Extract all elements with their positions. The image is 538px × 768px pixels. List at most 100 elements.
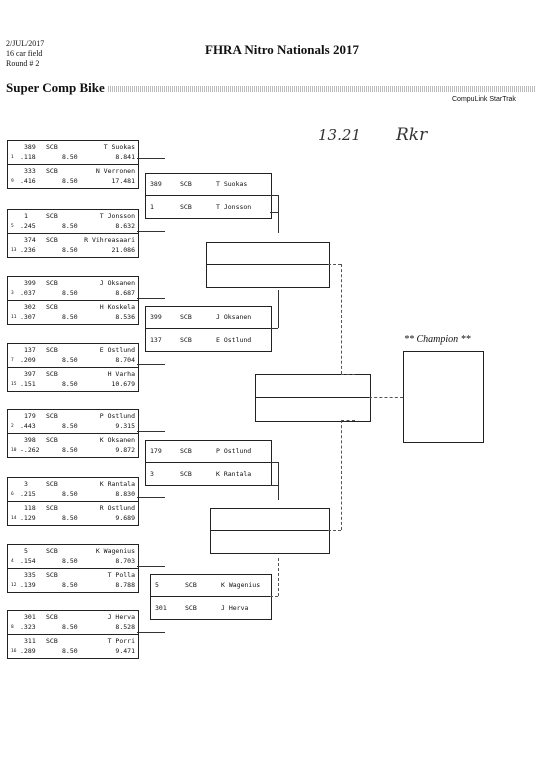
reaction-time: .118 — [20, 153, 36, 161]
racer-number: 137 — [24, 346, 36, 354]
lane-number: 14 — [11, 516, 17, 521]
racer-name: R Vihreasaari — [84, 236, 135, 244]
final-box — [255, 374, 371, 422]
elapsed-time: 8.528 — [115, 623, 135, 631]
racer-class: SCB — [180, 180, 192, 188]
racer-class: SCB — [46, 279, 58, 287]
lane-number: 2 — [11, 424, 14, 429]
racer-class: SCB — [180, 470, 192, 478]
racer-class: SCB — [46, 143, 58, 151]
reaction-time: .307 — [20, 313, 36, 321]
racer-class: SCB — [185, 604, 197, 612]
lane-number: 5 — [11, 224, 14, 229]
champion-box — [403, 351, 484, 443]
racer-name: H Varha — [107, 370, 135, 378]
racer-number: 397 — [24, 370, 36, 378]
dial-in: 8.50 — [62, 557, 78, 565]
racer-name: T Jonsson — [99, 212, 135, 220]
bracket-connector — [341, 420, 355, 421]
matchup-divider — [151, 596, 271, 597]
racer-number: 311 — [24, 637, 36, 645]
bracket-connector — [137, 431, 165, 432]
bracket-connector — [328, 530, 341, 531]
lane-number: 15 — [11, 382, 17, 387]
racer-class: SCB — [46, 370, 58, 378]
reaction-time: .151 — [20, 380, 36, 388]
dial-in: 8.50 — [62, 177, 78, 185]
racer-number: 374 — [24, 236, 36, 244]
elapsed-time: 9.689 — [115, 514, 135, 522]
dial-in: 8.50 — [62, 490, 78, 498]
racer-number: 301 — [24, 613, 36, 621]
semifinal-box-2 — [210, 508, 330, 554]
matchup-divider — [146, 462, 271, 463]
class-title-bar — [108, 86, 536, 92]
elapsed-time: 8.687 — [115, 289, 135, 297]
racer-class: SCB — [46, 571, 58, 579]
bracket-connector — [341, 374, 355, 375]
elapsed-time: 8.703 — [115, 557, 135, 565]
dial-in: 8.50 — [62, 581, 78, 589]
lane-number: 10 — [11, 448, 17, 453]
reaction-time: .416 — [20, 177, 36, 185]
racer-number: 179 — [24, 412, 36, 420]
racer-class: SCB — [46, 167, 58, 175]
racer-name: K Rantala — [99, 480, 135, 488]
racer-name: J Oksanen — [216, 313, 252, 321]
bracket-connector — [278, 558, 279, 596]
racer-class: SCB — [46, 412, 58, 420]
bracket-connector — [341, 264, 342, 374]
racer-name: T Jonsson — [216, 203, 252, 211]
page-title: FHRA Nitro Nationals 2017 — [205, 42, 359, 57]
racer-name: N Verronen — [95, 167, 135, 175]
bracket-connector — [137, 298, 165, 299]
dial-in: 8.50 — [62, 446, 78, 454]
racer-number: 389 — [150, 180, 162, 188]
matchup-divider — [8, 233, 138, 234]
racer-class: SCB — [46, 613, 58, 621]
dial-in: 8.50 — [62, 380, 78, 388]
bracket-connector — [270, 485, 278, 486]
reaction-time: .245 — [20, 222, 36, 230]
racer-name: K Oksanen — [99, 436, 135, 444]
elapsed-time: 8.632 — [115, 222, 135, 230]
elapsed-time: 8.830 — [115, 490, 135, 498]
racer-number: 137 — [150, 336, 162, 344]
racer-number: 399 — [24, 279, 36, 287]
lane-number: 16 — [11, 649, 17, 654]
dial-in: 8.50 — [62, 289, 78, 297]
lane-number: 12 — [11, 583, 17, 588]
handwritten-initials: Rkr — [396, 125, 428, 145]
race-date: 2/JUL/2017 — [6, 39, 45, 48]
racer-name: E Ostlund — [99, 346, 135, 354]
bracket-connector — [278, 462, 279, 500]
lane-number: 4 — [11, 559, 14, 564]
racer-number: 1 — [150, 203, 154, 211]
racer-name: T Suokas — [216, 180, 248, 188]
bracket-connector — [137, 632, 165, 633]
dial-in: 8.50 — [62, 647, 78, 655]
bracket-connector — [137, 158, 165, 159]
racer-number: 118 — [24, 504, 36, 512]
racer-class: SCB — [46, 212, 58, 220]
dial-in: 8.50 — [62, 422, 78, 430]
matchup-divider — [8, 501, 138, 502]
reaction-time: .129 — [20, 514, 36, 522]
reaction-time: .323 — [20, 623, 36, 631]
bracket-connector — [369, 397, 403, 398]
semifinal-divider — [211, 530, 329, 531]
racer-class: SCB — [185, 581, 197, 589]
bracket-connector — [278, 290, 279, 328]
lane-number: 11 — [11, 315, 17, 320]
dial-in: 8.50 — [62, 246, 78, 254]
dial-in: 8.50 — [62, 153, 78, 161]
handwritten-time: 13.21 — [318, 126, 361, 144]
bracket-connector — [137, 364, 165, 365]
matchup-divider — [8, 433, 138, 434]
reaction-time: -.262 — [20, 446, 40, 454]
